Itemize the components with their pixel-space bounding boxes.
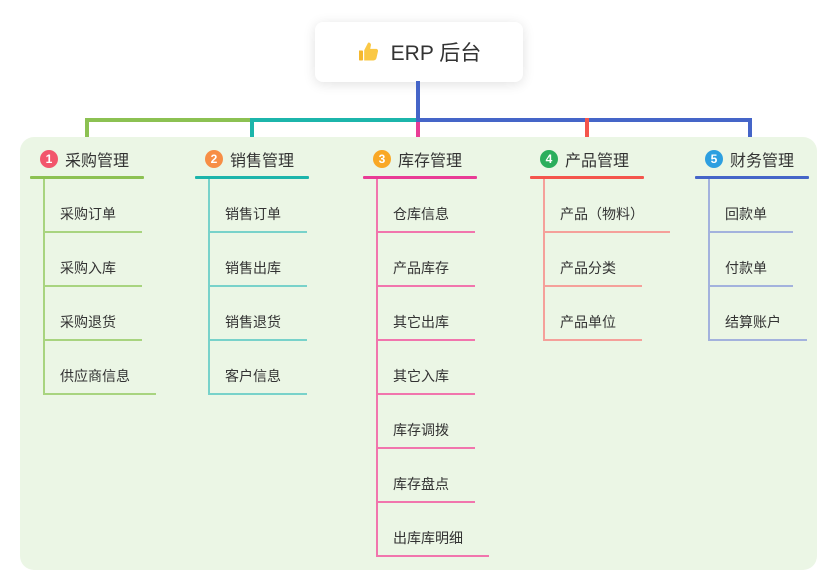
branch-label: 财务管理 (730, 153, 795, 170)
child-label: 客户信息 (225, 368, 281, 384)
branch-badge: 5 (705, 150, 723, 168)
child-label: 回款单 (725, 206, 767, 222)
child-node[interactable]: 付款单 (710, 233, 793, 287)
branch-label: 销售管理 (230, 153, 295, 170)
child-label: 产品库存 (393, 260, 449, 276)
child-node[interactable]: 库存盘点 (378, 449, 475, 503)
child-label: 仓库信息 (393, 206, 449, 222)
branch-sales: 2 销售管理 销售订单销售出库销售退货客户信息 (195, 148, 365, 395)
root-node[interactable]: ERP 后台 (315, 22, 523, 82)
child-label: 其它出库 (393, 314, 449, 330)
branch-label: 库存管理 (398, 153, 463, 170)
drop-branch4 (585, 118, 589, 146)
branch-children: 仓库信息产品库存其它出库其它入库库存调拨库存盘点出库库明细 (376, 179, 533, 557)
child-label: 出库库明细 (393, 530, 463, 546)
child-node[interactable]: 采购退货 (45, 287, 142, 341)
branch-badge: 2 (205, 150, 223, 168)
branch-product: 4 产品管理 产品（物料） 产品分类产品单位 (530, 148, 700, 341)
child-label: 其它入库 (393, 368, 449, 384)
branch-children: 采购订单采购入库采购退货供应商信息 (43, 179, 200, 395)
child-node[interactable]: 回款单 (710, 179, 793, 233)
child-node[interactable]: 产品库存 (378, 233, 475, 287)
branch-node[interactable]: 5 财务管理 (695, 148, 839, 170)
child-node[interactable]: 销售退货 (210, 287, 307, 341)
drop-branch1 (85, 118, 89, 146)
child-label: 销售退货 (225, 314, 281, 330)
thumbs-up-icon (357, 40, 381, 64)
branch-underline (695, 176, 809, 179)
branch-underline (363, 176, 477, 179)
child-label: 采购订单 (60, 206, 116, 222)
child-label: 库存调拨 (393, 422, 449, 438)
child-node[interactable]: 产品分类 (545, 233, 642, 287)
child-label: 付款单 (725, 260, 767, 276)
branch-node[interactable]: 1 采购管理 (30, 148, 200, 170)
child-node[interactable]: 仓库信息 (378, 179, 475, 233)
child-node[interactable]: 客户信息 (210, 341, 307, 395)
child-label: 销售出库 (225, 260, 281, 276)
branch-label: 采购管理 (65, 153, 130, 170)
child-node[interactable]: 采购订单 (45, 179, 142, 233)
branch-purchase: 1 采购管理 采购订单采购入库采购退货供应商信息 (30, 148, 200, 395)
trunk-segment-branch5 (416, 118, 752, 122)
child-label: 产品单位 (560, 314, 616, 330)
branch-badge: 3 (373, 150, 391, 168)
branch-badge: 4 (540, 150, 558, 168)
branch-underline (530, 176, 644, 179)
child-label: 产品（物料） (560, 206, 644, 222)
child-node[interactable]: 销售订单 (210, 179, 307, 233)
branch-inventory: 3 库存管理 仓库信息产品库存其它出库其它入库库存调拨库存盘点出库库明细 (363, 148, 533, 557)
branch-badge: 1 (40, 150, 58, 168)
branch-node[interactable]: 3 库存管理 (363, 148, 533, 170)
child-label: 产品分类 (560, 260, 616, 276)
child-label: 库存盘点 (393, 476, 449, 492)
root-connector-vertical (416, 81, 420, 122)
branch-node[interactable]: 2 销售管理 (195, 148, 365, 170)
child-node[interactable]: 其它出库 (378, 287, 475, 341)
branch-children: 回款单付款单结算账户 (708, 179, 839, 341)
branch-node[interactable]: 4 产品管理 (530, 148, 700, 170)
child-node[interactable]: 销售出库 (210, 233, 307, 287)
branches-panel (20, 137, 817, 570)
root-label: ERP 后台 (390, 42, 482, 65)
branch-children: 产品（物料） 产品分类产品单位 (543, 179, 700, 341)
child-node[interactable]: 产品单位 (545, 287, 642, 341)
child-label: 结算账户 (725, 314, 781, 330)
child-node[interactable]: 产品（物料） (545, 179, 670, 233)
child-node[interactable]: 出库库明细 (378, 503, 489, 557)
child-node[interactable]: 其它入库 (378, 341, 475, 395)
child-node[interactable]: 结算账户 (710, 287, 807, 341)
drop-branch2 (250, 118, 254, 146)
child-label: 供应商信息 (60, 368, 130, 384)
child-label: 采购入库 (60, 260, 116, 276)
branch-underline (195, 176, 309, 179)
child-label: 销售订单 (225, 206, 281, 222)
child-node[interactable]: 供应商信息 (45, 341, 156, 395)
branch-label: 产品管理 (565, 153, 630, 170)
child-node[interactable]: 采购入库 (45, 233, 142, 287)
trunk-segment-branch2 (250, 118, 420, 122)
branch-underline (30, 176, 144, 179)
child-label: 采购退货 (60, 314, 116, 330)
branch-finance: 5 财务管理 回款单付款单结算账户 (695, 148, 839, 341)
drop-branch5 (748, 118, 752, 146)
branch-children: 销售订单销售出库销售退货客户信息 (208, 179, 365, 395)
child-node[interactable]: 库存调拨 (378, 395, 475, 449)
trunk-segment-branch1 (85, 118, 255, 122)
